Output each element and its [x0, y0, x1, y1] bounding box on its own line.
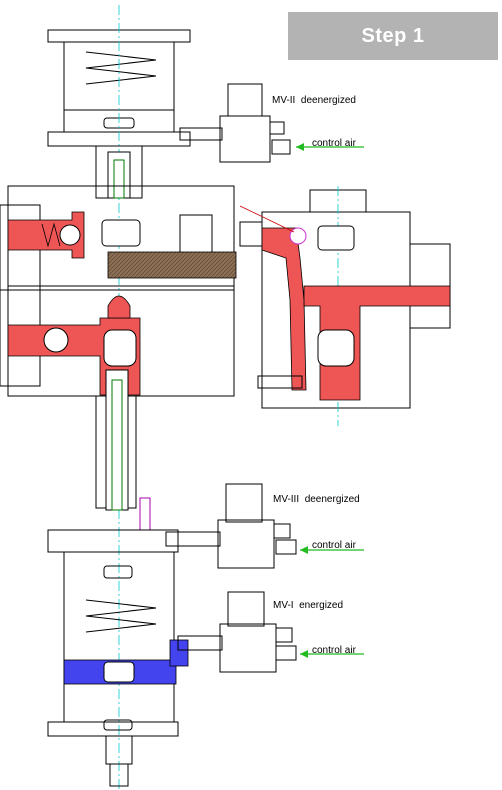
mv2-label: MV-II deenergized	[272, 95, 356, 106]
mv2-state: deenergized	[300, 95, 356, 106]
mv3-air-label: control air	[312, 540, 356, 551]
upper-plug	[101, 219, 141, 247]
sealed-passage	[107, 251, 237, 279]
solenoid-valve-mv3	[165, 483, 297, 569]
control-air-arrowhead-mv2	[296, 143, 304, 151]
mv1-state: energized	[299, 600, 344, 611]
mv2-name: MV-II	[272, 95, 296, 106]
upper-stem	[95, 145, 143, 199]
check-ball-lower	[43, 327, 69, 353]
detail-plug	[317, 225, 355, 251]
mv3-name: MV-III	[273, 494, 300, 505]
detail-lower-plug	[317, 329, 355, 367]
mv3-label: MV-III deenergized	[273, 494, 360, 505]
detail-check-ball	[289, 227, 307, 245]
process-fluid-upper	[7, 211, 85, 259]
check-ball-upper	[59, 224, 81, 246]
mv2-air-label: control air	[312, 138, 356, 149]
solenoid-valve-mv1	[177, 591, 297, 673]
solenoid-valve-mv2	[179, 83, 291, 163]
lower-plug	[103, 329, 137, 367]
lower-actuator	[47, 529, 179, 737]
stem-coupling	[139, 497, 151, 531]
check-spring-upper	[41, 222, 61, 248]
lower-stem	[95, 369, 137, 511]
control-air-arrowhead-mv1	[300, 650, 308, 658]
control-air-arrowhead-mv3	[300, 546, 308, 554]
step-badge-label: Step 1	[361, 24, 425, 47]
mv1-name: MV-I	[273, 600, 294, 611]
lower-piston	[103, 661, 135, 683]
step-badge: Step 1	[288, 12, 498, 60]
mv1-label: MV-I energized	[273, 600, 343, 611]
detail-process-fluid	[261, 227, 451, 401]
air-chamber-inlet	[169, 639, 189, 667]
mv3-state: deenergized	[304, 494, 360, 505]
lower-plug-head	[107, 295, 131, 319]
detail-leader-line	[239, 205, 295, 233]
detail-fitting	[257, 375, 303, 389]
bottom-fitting	[105, 735, 133, 787]
mv1-air-label: control air	[312, 645, 356, 656]
